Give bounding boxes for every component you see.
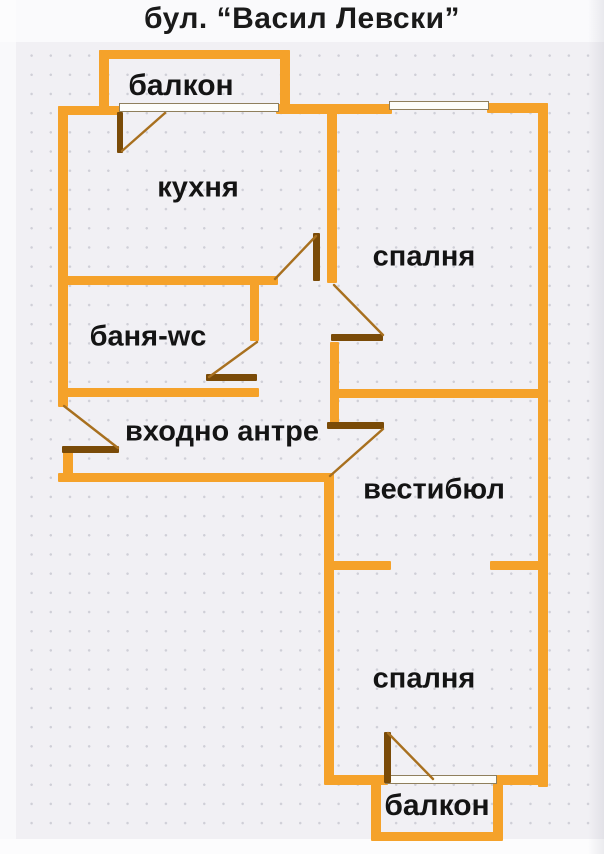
scan-shadow-right [588,0,604,854]
wall-kitchen-bottom [58,276,278,285]
window-kitchen-balcony [119,103,279,112]
wall-right-outer [538,103,548,787]
door-vestibule-panel [327,422,384,429]
scan-edge-bottom [0,839,604,854]
wall-entry-hall-bottom [58,473,332,482]
wall-top-left-segment [58,106,122,115]
scan-edge-left [0,0,16,854]
room-label-bedroom-bottom: спалня [372,662,476,695]
wall-bedroom2-top-right [490,561,548,570]
wall-kitchen-bedroom-divider [327,106,337,283]
wall-left-entry-stub [63,452,73,482]
door-bedroom-top-panel [331,334,383,341]
wall-bath-bottom [58,388,259,397]
door-kitchen-panel [313,233,320,281]
wall-bedroom2-bottom-left [324,775,388,785]
wall-bedroom2-top-left [324,561,391,570]
wall-vestibule-left-upper [330,342,339,427]
room-label-kitchen: кухня [157,171,239,204]
wall-left-outer [58,106,68,407]
wall-balcony-top-left [99,50,109,113]
room-label-bedroom-top: спалня [372,240,476,273]
wall-balcony-bottom-left [371,783,381,840]
room-label-balcony-top: балкон [128,69,234,102]
wall-top-right-segment [487,103,548,113]
door-balcony-top-panel [117,112,123,153]
door-balcony-bottom-panel [384,732,391,783]
door-bath-panel [206,374,257,381]
wall-bedroom-vestibule-divider [330,389,548,398]
wall-balcony-bottom-right [493,783,503,840]
room-label-bath: баня-wc [89,320,207,353]
window-bedroom-top [389,101,489,110]
scan-edge-top [0,0,604,42]
wall-bedroom2-bottom-right [495,775,548,785]
wall-balcony-bottom-bottom [371,832,503,841]
window-bedroom-bottom [385,775,497,784]
wall-balcony-top-right [280,50,290,113]
room-label-entry-hall: входно антре [125,415,319,448]
door-entry-panel [62,446,119,453]
wall-vestibule-bedroom2-left [324,473,334,783]
room-label-vestibule: вестибюл [363,473,505,506]
wall-bath-right [250,281,259,341]
wall-balcony-top-top [99,50,290,59]
page-title: бул. “Васил Левски” [143,2,461,35]
room-label-balcony-bottom: балкон [384,789,490,822]
